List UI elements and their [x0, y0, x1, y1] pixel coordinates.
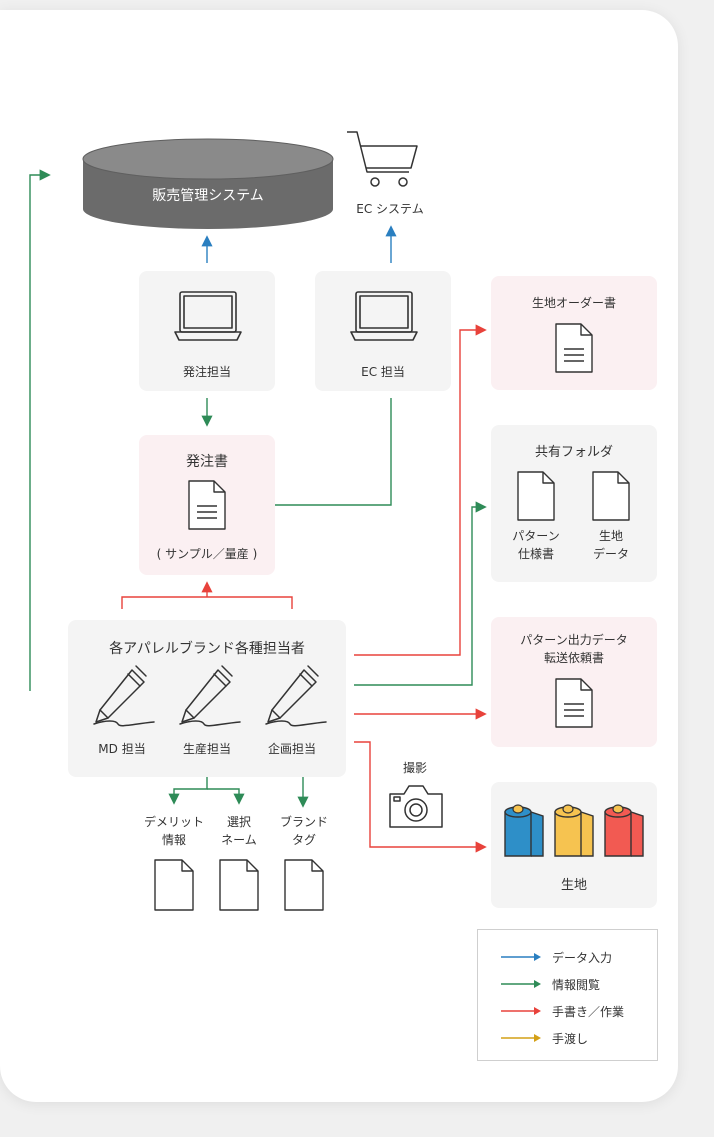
role-planning: 企画担当 [267, 742, 316, 756]
document-icon [188, 480, 226, 530]
shopping-cart-icon [347, 131, 418, 187]
legend-label: 手書き／作業 [552, 1005, 625, 1019]
pen-icon [265, 665, 327, 727]
database-icon [82, 138, 334, 229]
fabric-card: 生地 [491, 782, 657, 908]
ec-staff-card: EC 担当 [315, 271, 451, 391]
photo-label: 撮影 [402, 761, 427, 775]
document-icon [555, 323, 593, 373]
document-icon [592, 471, 630, 521]
arrow-to-name [207, 788, 245, 805]
purchase-order-card: 発注書 ( サンプル／量産 ) [139, 435, 275, 575]
system-label: 販売管理システム [152, 188, 264, 204]
ordering-staff-card: 発注担当 [139, 271, 275, 391]
pattern-request-title: パターン出力データ 転送依頼書 [520, 633, 628, 665]
fabric-label: 生地 [560, 878, 587, 893]
fabric-roll [504, 804, 544, 857]
camera-icon [389, 785, 443, 828]
pen-icon [179, 665, 241, 727]
document-icon [284, 859, 324, 911]
shared-item-fabric-data: 生地 データ [592, 529, 629, 561]
arrow-icon [501, 1034, 541, 1042]
purchase-order-title: 発注書 [186, 454, 228, 470]
fabric-order-title: 生地オーダー書 [531, 296, 616, 310]
ordering-label: 発注担当 [182, 365, 231, 379]
arrow-icon [501, 1007, 541, 1015]
legend: データ入力 情報閲覧 手書き／作業 手渡し [477, 929, 658, 1061]
document-icon [555, 678, 593, 728]
output-name-label: 選択 ネーム [221, 815, 257, 847]
pen-icon [93, 665, 155, 727]
document-icon [517, 471, 555, 521]
purchase-order-note: ( サンプル／量産 ) [156, 547, 258, 561]
fabric-roll [554, 804, 594, 857]
document-icon [154, 859, 194, 911]
fabric-roll-icon [504, 804, 644, 857]
line-po-to-ec [275, 398, 392, 506]
brand-staff-card: 各アパレルブランド各種担当者 MD 担当 生産担当 企画担当 [68, 620, 346, 777]
ec-staff-label: EC 担当 [361, 365, 405, 379]
role-production: 生産担当 [182, 742, 231, 756]
arrow-icon [501, 980, 541, 988]
ec-system-label: EC システム [356, 202, 424, 216]
document-icon [219, 859, 259, 911]
output-tag-label: ブランド タグ [279, 815, 328, 847]
arrow-to-demerit [168, 765, 208, 805]
shared-item-pattern-spec: パターン 仕様書 [512, 529, 560, 561]
laptop-icon [174, 291, 242, 341]
output-demerit-label: デメリット 情報 [143, 815, 204, 847]
legend-label: データ入力 [552, 951, 613, 965]
brand-staff-title: 各アパレルブランド各種担当者 [109, 641, 305, 657]
legend-label: 情報閲覧 [552, 978, 601, 992]
role-md: MD 担当 [98, 742, 146, 756]
legend-label: 手渡し [552, 1032, 589, 1046]
arrow-icon [501, 953, 541, 961]
shared-folder-title: 共有フォルダ [534, 445, 613, 460]
arrow-brands-to-system [29, 169, 51, 691]
line-brands-bracket [121, 596, 293, 609]
fabric-roll [604, 804, 644, 857]
arrow-brands-to-fabric [354, 741, 487, 853]
pattern-request-card: パターン出力データ 転送依頼書 [491, 617, 657, 747]
fabric-order-card: 生地オーダー書 [491, 276, 657, 390]
arrow-brands-to-fabric-order [354, 324, 487, 656]
shared-folder-card: 共有フォルダ パターン 仕様書 生地 データ [491, 425, 657, 582]
laptop-icon [350, 291, 418, 341]
arrow-brands-to-shared [354, 501, 487, 686]
